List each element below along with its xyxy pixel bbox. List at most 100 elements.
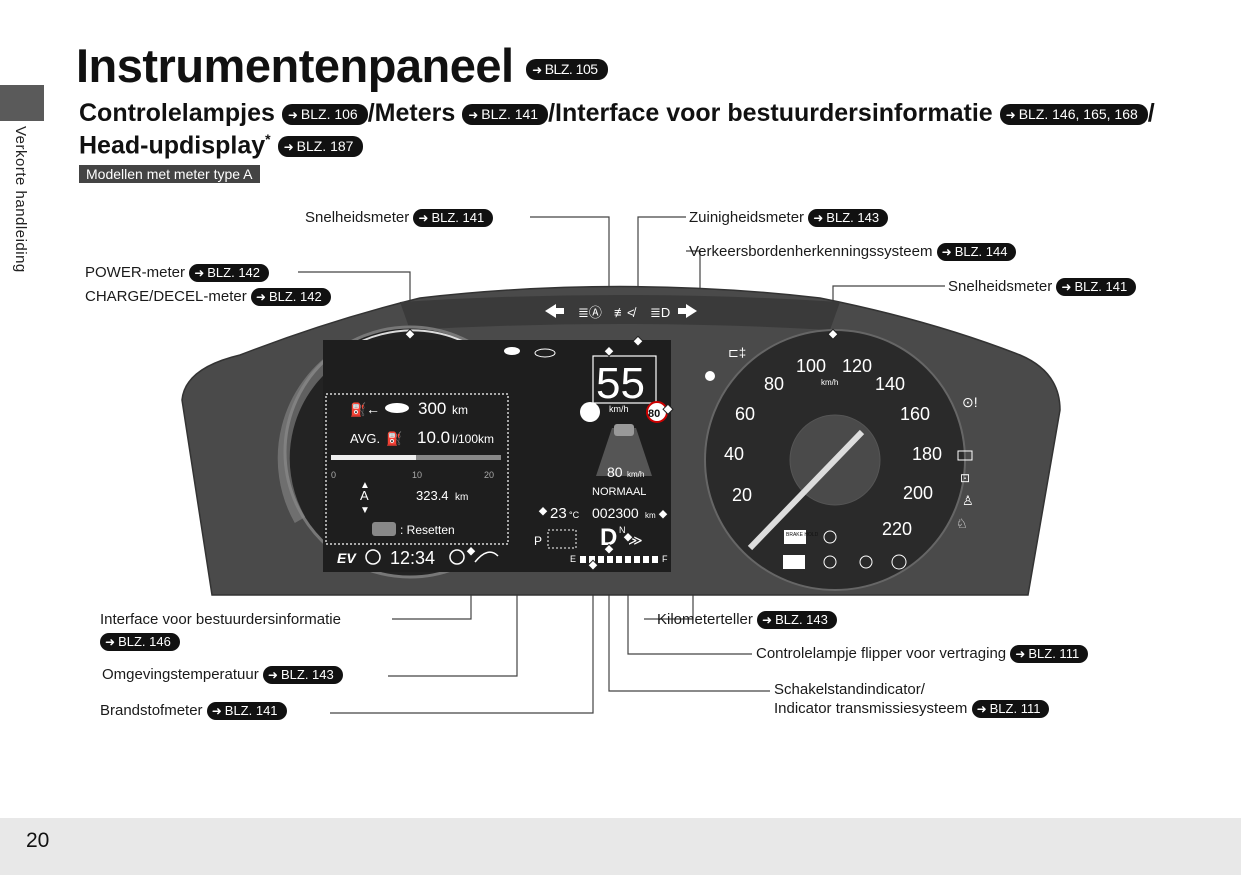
turn-left-icon xyxy=(545,304,556,318)
callout-traffic-sign: Verkeersbordenherkenningssysteem ➜BLZ. 1… xyxy=(689,242,1017,262)
eco-icon xyxy=(449,549,465,565)
callout-driver-info: Interface voor bestuurdersinformatie ➜BL… xyxy=(100,611,341,651)
gear-sub: N xyxy=(619,525,626,535)
adaptive-cruise-icon xyxy=(504,347,520,355)
brake-hold-icon xyxy=(784,530,806,544)
page-number: 20 xyxy=(26,829,50,852)
speedometer-needle-icon xyxy=(747,429,865,551)
page-title: Instrumentenpaneel ➜BLZ. 105 xyxy=(76,38,608,93)
page-footer xyxy=(0,818,1241,875)
bar-tick-10: 10 xyxy=(412,470,422,480)
range-value: 300 xyxy=(418,399,446,418)
speed-display-frame xyxy=(592,355,657,404)
ref-link[interactable]: ➜BLZ. 142 xyxy=(250,288,331,307)
rear-fog-icon: ⊏‡ xyxy=(728,345,746,360)
ref-link-106[interactable]: ➜BLZ. 106 xyxy=(281,103,368,125)
acc-speed: 80 xyxy=(607,464,623,480)
odometer-unit: km xyxy=(645,511,656,520)
arrow-icon: ➜ xyxy=(194,266,205,281)
sidebar-section-label[interactable]: Verkorte handleiding xyxy=(12,126,29,273)
driver-info-frame xyxy=(325,393,509,545)
speed-display: 55 xyxy=(596,359,645,408)
temp-value: 23 xyxy=(550,505,567,522)
range-unit: km xyxy=(452,403,468,417)
ref-link[interactable]: ➜BLZ. 144 xyxy=(936,243,1017,262)
subtitle-interface: /Interface voor bestuurdersinformatie xyxy=(548,99,993,127)
sign-speed: 80 xyxy=(648,408,660,420)
top-indicator-icons: ≣Ⓐ ≢≮ ≣D xyxy=(545,304,697,320)
road-lane-graphic xyxy=(596,428,652,476)
speedo-20: 20 xyxy=(732,485,752,505)
ref-link-146[interactable]: ➜BLZ. 146, 165, 168 xyxy=(999,103,1148,125)
avg-fuel-icon: ⛽ xyxy=(386,431,402,446)
ref-link-187[interactable]: ➜BLZ. 187 xyxy=(277,136,364,158)
arrow-icon: ➜ xyxy=(255,290,266,305)
arrow-icon: ➜ xyxy=(211,704,222,719)
avg-unit: l/100km xyxy=(452,432,494,446)
arrow-icon: ➜ xyxy=(532,63,542,78)
callout-speedometer-top: Snelheidsmeter ➜BLZ. 141 xyxy=(305,208,494,228)
ref-link-141[interactable]: ➜BLZ. 141 xyxy=(462,103,549,125)
ref-link[interactable]: ➜BLZ. 143 xyxy=(808,209,889,228)
speedo-180: 180 xyxy=(912,444,942,464)
indicator-dot-icon xyxy=(705,371,715,381)
brake-system-icon: ⊙! xyxy=(962,394,978,410)
tpms-icon xyxy=(823,530,837,544)
brake-hold-label: BRAKE HOLD xyxy=(786,532,819,538)
bar-tick-20: 20 xyxy=(484,470,494,480)
ref-link[interactable]: ➜BLZ. 141 xyxy=(1056,278,1137,297)
speedo-120: 120 xyxy=(842,356,872,376)
callout-ambient-temp: Omgevingstemperatuur ➜BLZ. 143 xyxy=(102,665,343,685)
arrow-icon: ➜ xyxy=(418,211,429,226)
callout-shift-indicator: Schakelstandindicator/ Indicator transmi… xyxy=(774,680,1050,719)
cluster-visor xyxy=(400,295,840,330)
avg-bar-fill xyxy=(331,455,416,460)
ev-badge: EV xyxy=(337,550,357,566)
power-flow-icon xyxy=(474,551,499,563)
speedo-220: 220 xyxy=(882,519,912,539)
ref-link[interactable]: ➜BLZ. 143 xyxy=(262,666,343,685)
reset-label: : Resetten xyxy=(400,523,455,537)
arrow-icon: ➜ xyxy=(287,107,298,122)
reset-home-icon xyxy=(372,522,396,536)
turn-right-icon xyxy=(686,304,697,318)
ref-link[interactable]: ➜BLZ. 143 xyxy=(757,611,837,630)
ref-link[interactable]: ➜BLZ. 141 xyxy=(206,702,287,721)
auto-hold-icon xyxy=(783,555,805,569)
arrow-icon: ➜ xyxy=(468,107,479,122)
arrow-icon: ➜ xyxy=(1015,647,1026,662)
gear-indicator: D xyxy=(600,524,617,551)
callout-speedometer-right: Snelheidsmeter ➜BLZ. 141 xyxy=(948,277,1137,297)
ref-link[interactable]: ➜BLZ. 111 xyxy=(971,700,1050,719)
page-ref-link[interactable]: ➜BLZ. 105 xyxy=(526,59,608,81)
subtitle-meters: /Meters xyxy=(367,99,456,127)
ref-link[interactable]: ➜BLZ. 146 xyxy=(100,633,180,651)
trip-value: 323.4 xyxy=(416,488,449,503)
ref-link[interactable]: ➜BLZ. 141 xyxy=(413,209,494,228)
sidebar: Verkorte handleiding xyxy=(0,0,44,875)
ref-link[interactable]: ➜BLZ. 142 xyxy=(189,264,270,283)
callout-economy-meter: Zuinigheidsmeter ➜BLZ. 143 xyxy=(689,208,889,228)
avg-value: 10.0 xyxy=(417,428,450,447)
turn-right-icon-stem xyxy=(678,308,686,314)
trip-down-icon: ▼ xyxy=(360,505,370,516)
car-icon xyxy=(385,403,409,413)
arrow-icon: ➜ xyxy=(1061,280,1072,295)
lead-car-icon xyxy=(614,424,634,436)
check-engine-icon: ⊡ xyxy=(960,471,970,485)
avg-label: AVG. xyxy=(350,431,380,446)
parking-brake-icon xyxy=(859,555,873,569)
trip-unit: km xyxy=(455,492,468,503)
arrow-icon: ➜ xyxy=(283,140,294,155)
arrow-icon: ➜ xyxy=(1005,107,1016,122)
fuel-pump-icon: ⛽ xyxy=(350,402,366,417)
callout-flipper: Controlelampje flipper voor vertraging ➜… xyxy=(756,644,1089,664)
ref-link[interactable]: ➜BLZ. 111 xyxy=(1010,645,1089,664)
speedo-80: 80 xyxy=(764,374,784,394)
airbag-icon: ♘ xyxy=(956,516,968,531)
arrow-icon: ➜ xyxy=(267,668,278,683)
brake-icon xyxy=(823,555,837,569)
low-beam-icon: ≣D xyxy=(650,305,670,320)
